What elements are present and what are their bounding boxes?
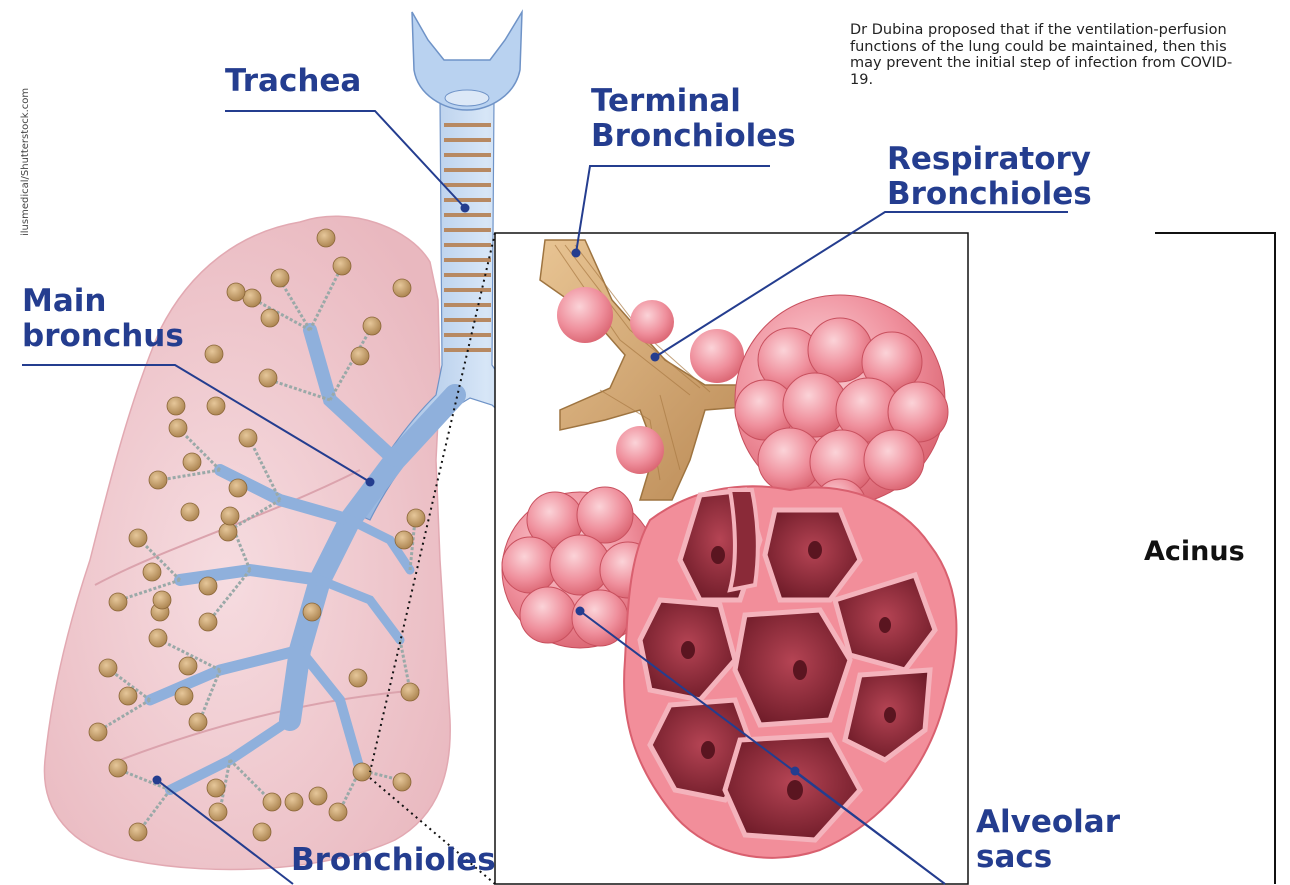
alveolar-duct <box>730 490 758 590</box>
label-main-bronchus: Main bronchus <box>22 284 184 354</box>
label-terminal-line1: Terminal <box>591 84 796 119</box>
label-respiratory-line2: Bronchioles <box>887 177 1092 212</box>
larynx-ring <box>445 90 489 106</box>
alveolus-bud <box>690 329 744 383</box>
label-terminal-line2: Bronchioles <box>591 119 796 154</box>
image-credit: ilusmedical/Shutterstock.com <box>20 88 31 236</box>
trachea-leader <box>225 111 465 208</box>
label-alveolar-line2: sacs <box>976 840 1120 875</box>
alveolus-bud <box>630 300 674 344</box>
label-respiratory-line1: Respiratory <box>887 142 1092 177</box>
alveolus-bud <box>616 426 664 474</box>
label-alveolar-line1: Alveolar <box>976 805 1120 840</box>
label-bronchioles: Bronchioles <box>291 843 496 878</box>
alveolus-bud <box>557 287 613 343</box>
label-respiratory-bronchioles: Respiratory Bronchioles <box>887 142 1092 212</box>
label-main-line1: Main <box>22 284 184 319</box>
label-terminal-bronchioles: Terminal Bronchioles <box>591 84 796 154</box>
label-acinus: Acinus <box>1144 536 1245 567</box>
label-trachea: Trachea <box>225 64 361 99</box>
label-main-line2: bronchus <box>22 319 184 354</box>
label-alveolar-sacs: Alveolar sacs <box>976 805 1120 875</box>
caption-text: Dr Dubina proposed that if the ventilati… <box>850 22 1250 88</box>
